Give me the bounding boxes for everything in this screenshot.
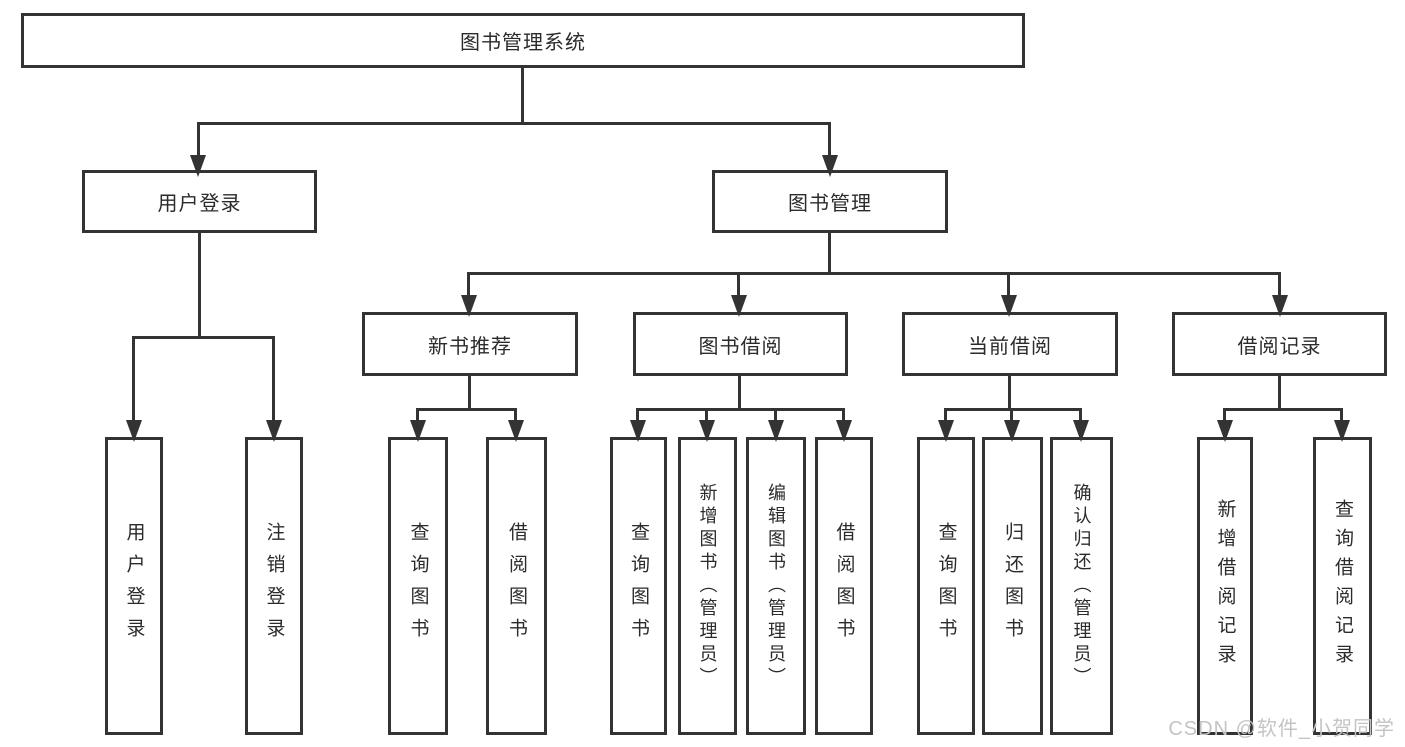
connector-new-book-recommend-stem <box>468 376 471 411</box>
connector-to-leaf-recommend-query <box>416 408 419 423</box>
arrow-down-user-login-icon <box>190 155 206 177</box>
node-book-management: 图书管理 <box>712 170 948 233</box>
leaf-user-login: 用户登录 <box>105 437 163 735</box>
arrow-down-leaf-logout-icon <box>266 420 282 442</box>
connector-borrow-record-stem <box>1278 376 1281 411</box>
leaf-record-add-label: 新增借阅记录 <box>1214 499 1236 673</box>
arrow-down-leaf-recommend-query-icon <box>410 420 426 442</box>
connector-to-book-borrow <box>737 272 740 298</box>
leaf-user-login-label: 用户登录 <box>123 522 145 650</box>
leaf-current-query-book-label: 查询图书 <box>935 522 957 650</box>
connector-to-book-management <box>828 122 831 160</box>
arrow-down-leaf-borrow-edit-icon <box>768 420 784 442</box>
arrow-down-leaf-current-query-icon <box>938 420 954 442</box>
leaf-recommend-query-book-label: 查询图书 <box>407 522 429 650</box>
node-current-borrow: 当前借阅 <box>902 312 1118 376</box>
arrow-down-leaf-record-add-icon <box>1217 420 1233 442</box>
leaf-recommend-borrow-book: 借阅图书 <box>486 437 547 735</box>
connector-level1-hline <box>197 122 831 125</box>
connector-to-leaf-user-login <box>132 336 135 422</box>
connector-book-management-stem <box>828 233 831 275</box>
connector-to-new-book-recommend <box>467 272 470 298</box>
arrow-down-book-management-icon <box>822 155 838 177</box>
arrow-down-leaf-record-query-icon <box>1334 420 1350 442</box>
connector-to-leaf-recommend-borrow <box>514 408 517 423</box>
leaf-recommend-borrow-book-label: 借阅图书 <box>506 522 527 650</box>
node-book-borrow: 图书借阅 <box>633 312 848 376</box>
connector-book-borrow-hline <box>636 408 845 411</box>
arrow-down-book-borrow-icon <box>731 295 747 317</box>
arrow-down-leaf-current-return-icon <box>1004 420 1020 442</box>
arrow-down-current-borrow-icon <box>1001 295 1017 317</box>
connector-user-login-hline <box>132 336 275 339</box>
arrow-down-leaf-current-confirm-icon <box>1073 420 1089 442</box>
leaf-current-return-book-label: 归还图书 <box>1002 522 1023 650</box>
leaf-logout-label: 注销登录 <box>263 522 285 650</box>
arrow-down-borrow-record-icon <box>1272 295 1288 317</box>
leaf-current-return-book: 归还图书 <box>982 437 1043 735</box>
connector-to-leaf-current-confirm <box>1079 408 1082 423</box>
connector-to-leaf-logout <box>272 336 275 422</box>
connector-to-current-borrow <box>1007 272 1010 298</box>
connector-current-borrow-stem <box>1008 376 1011 411</box>
leaf-recommend-query-book: 查询图书 <box>388 437 448 735</box>
leaf-borrow-edit-book-admin-label: 编辑图书（管理员） <box>766 482 786 690</box>
leaf-borrow-query-book: 查询图书 <box>610 437 667 735</box>
connector-to-leaf-borrow-borrow <box>842 408 845 423</box>
arrow-down-new-book-recommend-icon <box>461 295 477 317</box>
connector-new-book-recommend-hline <box>416 408 517 411</box>
connector-to-leaf-current-query <box>944 408 947 423</box>
arrow-down-leaf-borrow-add-icon <box>699 420 715 442</box>
connector-book-borrow-stem <box>738 376 741 411</box>
node-root-library-system: 图书管理系统 <box>21 13 1025 68</box>
leaf-borrow-add-book-admin-label: 新增图书（管理员） <box>697 482 718 690</box>
leaf-borrow-add-book-admin: 新增图书（管理员） <box>678 437 737 735</box>
connector-root-stem <box>521 68 524 122</box>
connector-to-user-login <box>197 122 200 160</box>
node-new-book-recommend: 新书推荐 <box>362 312 578 376</box>
leaf-record-query-label: 查询借阅记录 <box>1332 499 1353 673</box>
arrow-down-leaf-borrow-query-icon <box>630 420 646 442</box>
connector-to-leaf-borrow-add <box>705 408 708 423</box>
arrow-down-leaf-recommend-borrow-icon <box>508 420 524 442</box>
node-user-login: 用户登录 <box>82 170 317 233</box>
arrow-down-leaf-user-login-icon <box>126 420 142 442</box>
csdn-watermark: CSDN @软件_小贺同学 <box>1168 718 1395 740</box>
connector-borrow-record-hline <box>1223 408 1343 411</box>
connector-to-leaf-record-query <box>1340 408 1343 423</box>
connector-to-borrow-record <box>1278 272 1281 298</box>
leaf-borrow-borrow-book: 借阅图书 <box>815 437 873 735</box>
leaf-current-confirm-return-admin: 确认归还（管理员） <box>1050 437 1113 735</box>
connector-to-leaf-borrow-edit <box>774 408 777 423</box>
leaf-borrow-edit-book-admin: 编辑图书（管理员） <box>746 437 806 735</box>
leaf-current-confirm-return-admin-label: 确认归还（管理员） <box>1071 482 1092 690</box>
connector-to-leaf-record-add <box>1223 408 1226 423</box>
leaf-record-add: 新增借阅记录 <box>1197 437 1253 735</box>
connector-level2-hline <box>467 272 1281 275</box>
connector-to-leaf-borrow-query <box>636 408 639 423</box>
connector-user-login-stem <box>198 233 201 339</box>
arrow-down-leaf-borrow-borrow-icon <box>836 420 852 442</box>
leaf-current-query-book: 查询图书 <box>917 437 975 735</box>
leaf-record-query: 查询借阅记录 <box>1313 437 1372 735</box>
leaf-borrow-query-book-label: 查询图书 <box>628 522 649 650</box>
connector-current-borrow-hline <box>944 408 1082 411</box>
connector-to-leaf-current-return <box>1010 408 1013 423</box>
leaf-borrow-borrow-book-label: 借阅图书 <box>833 522 855 650</box>
leaf-logout: 注销登录 <box>245 437 303 735</box>
node-borrow-record: 借阅记录 <box>1172 312 1387 376</box>
